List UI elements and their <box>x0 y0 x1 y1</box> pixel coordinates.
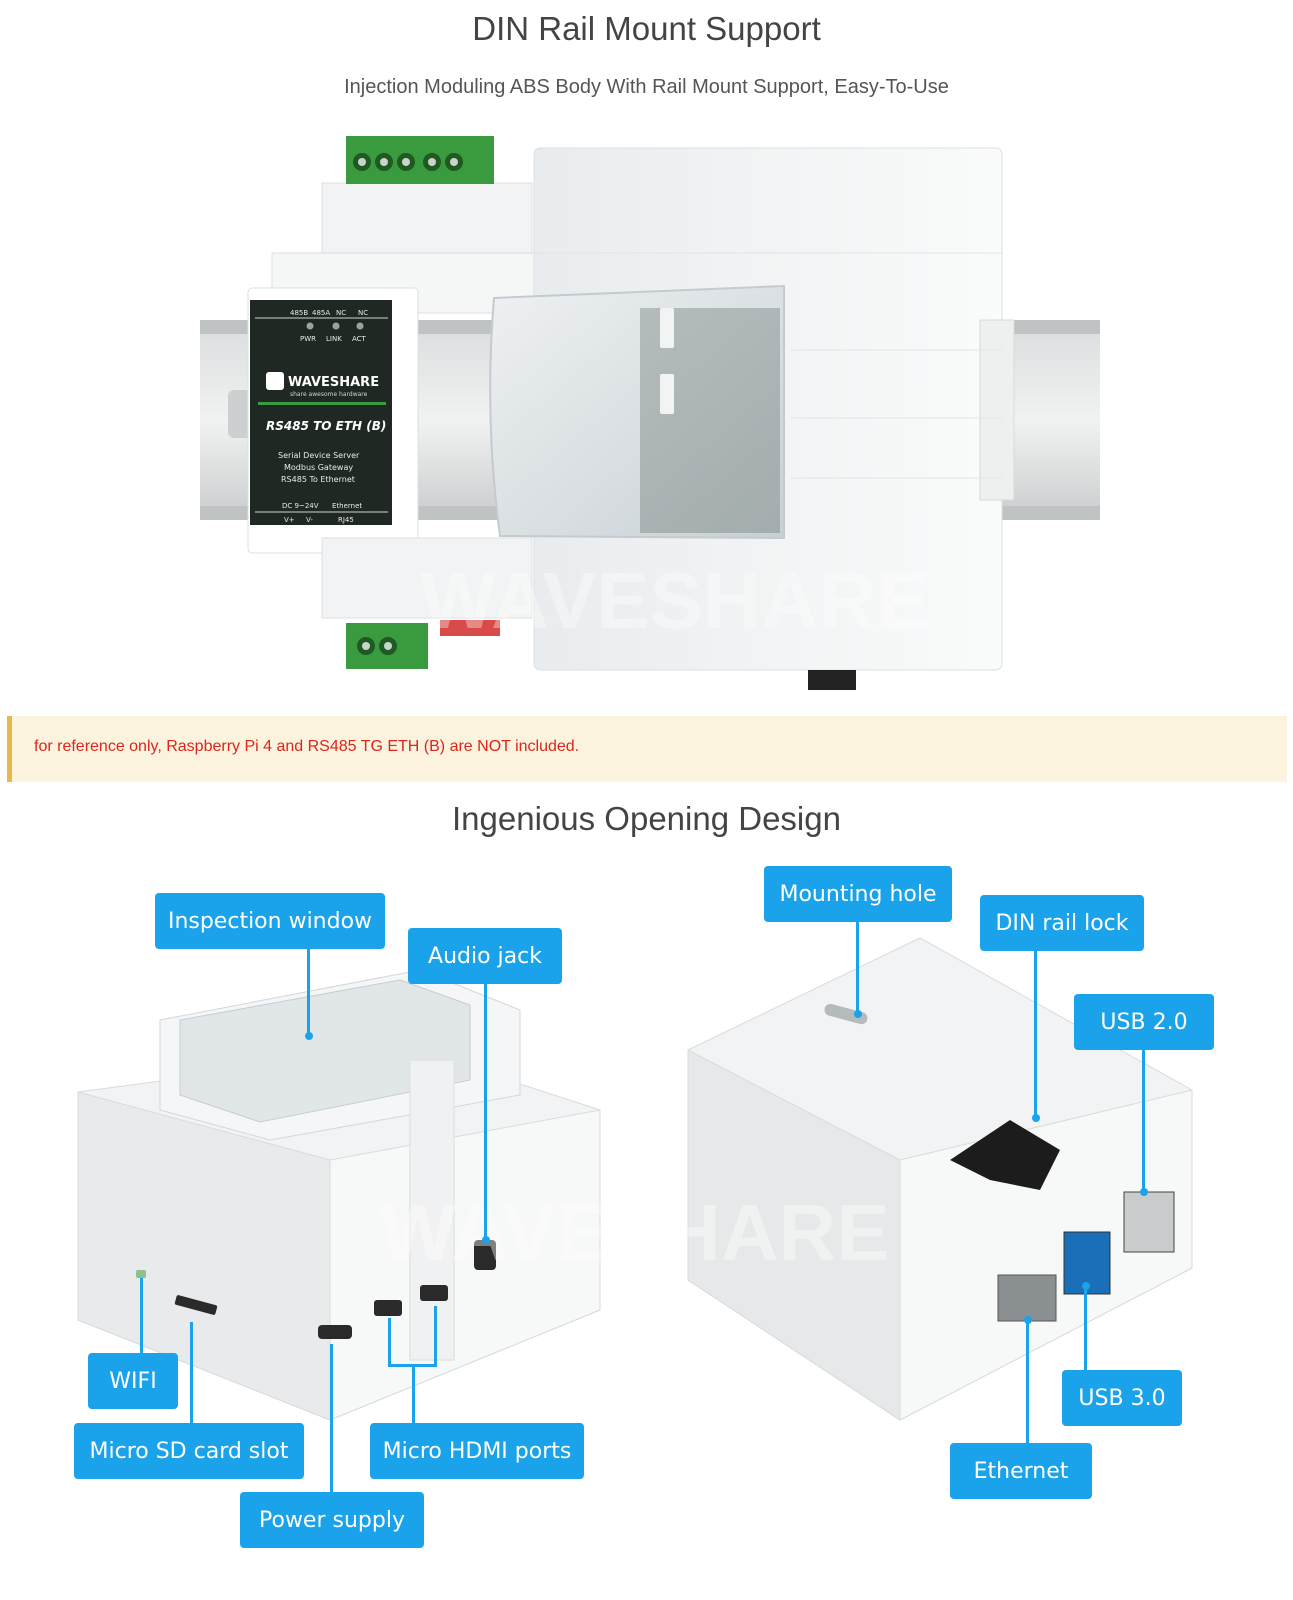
leader-inspection-window <box>307 948 310 1036</box>
micro-sd-slot <box>174 1295 218 1315</box>
leader-din-rail-lock <box>1034 950 1037 1118</box>
led-label-act: ACT <box>352 335 367 343</box>
leader-hdmi-left <box>388 1318 391 1366</box>
callout-ethernet: Ethernet <box>950 1443 1092 1499</box>
micro-hdmi-port-1 <box>420 1285 448 1301</box>
callout-micro-sd: Micro SD card slot <box>74 1423 304 1479</box>
mounting-hole-slot <box>824 1003 868 1025</box>
leader-micro-sd <box>190 1322 193 1424</box>
terminal-label-nc2: NC <box>358 309 368 317</box>
terminal-block-bottom <box>346 620 500 669</box>
leader-dot-usb3 <box>1082 1282 1090 1290</box>
opening-design-product-photo: WAVESHARE <box>0 860 1293 1600</box>
leader-ethernet <box>1026 1318 1029 1444</box>
leader-dot-usb2 <box>1140 1188 1148 1196</box>
terminal-label-485b: 485B <box>290 309 308 317</box>
leader-dot-ethernet <box>1024 1316 1032 1324</box>
leader-wifi <box>140 1278 143 1354</box>
label-power: DC 9~24V <box>282 502 319 510</box>
micro-hdmi-port-0 <box>374 1300 402 1316</box>
callout-mounting-hole: Mounting hole <box>764 866 952 922</box>
reference-notice-text: for reference only, Raspberry Pi 4 and R… <box>34 738 580 755</box>
terminal-label-485a: 485A <box>312 309 330 317</box>
case-views-illustration: WAVESHARE <box>77 937 1193 1421</box>
rs485-label-panel: 485B 485A NC NC PWR LINK ACT WAVESHARE s… <box>250 300 392 525</box>
din-rail-product-photo: 485B 485A NC NC PWR LINK ACT WAVESHARE s… <box>0 128 1293 708</box>
audio-jack-port <box>474 1240 496 1270</box>
terminal-block-top <box>346 136 494 184</box>
label-brand: WAVESHARE <box>288 375 379 390</box>
led-label-link: LINK <box>326 335 342 343</box>
din-rail-illustration: 485B 485A NC NC PWR LINK ACT WAVESHARE s… <box>200 136 1100 690</box>
terminal-label-nc1: NC <box>336 309 346 317</box>
label-tagline: share awesome hardware <box>290 391 368 398</box>
callout-inspection-window: Inspection window <box>155 893 385 949</box>
callout-micro-hdmi: Micro HDMI ports <box>370 1423 584 1479</box>
din-rail-lock-clip <box>950 1120 1060 1190</box>
label-vplus: V+ <box>284 516 295 524</box>
callout-audio-jack: Audio jack <box>408 928 562 984</box>
label-ethernet: Ethernet <box>332 502 362 510</box>
label-vminus: V- <box>306 516 313 524</box>
leader-usb3 <box>1084 1284 1087 1372</box>
watermark-2: WAVESHARE <box>380 1188 890 1277</box>
label-desc-1: Serial Device Server <box>278 451 360 460</box>
section-title-din-rail: DIN Rail Mount Support <box>472 10 821 47</box>
callout-usb2: USB 2.0 <box>1074 994 1214 1050</box>
usb2-ports <box>1123 1191 1175 1253</box>
leader-dot-inspection-window <box>305 1032 313 1040</box>
leader-hdmi-stem <box>412 1364 415 1424</box>
label-desc-3: RS485 To Ethernet <box>281 475 355 484</box>
callout-wifi: WIFI <box>88 1353 178 1409</box>
leader-dot-audio-jack <box>482 1236 490 1244</box>
callout-usb3: USB 3.0 <box>1062 1370 1182 1426</box>
case-back-view <box>687 937 1193 1421</box>
label-desc-2: Modbus Gateway <box>284 463 353 472</box>
led-label-pwr: PWR <box>300 335 316 343</box>
label-rj45: RJ45 <box>338 516 354 524</box>
callout-power-supply: Power supply <box>240 1492 424 1548</box>
leader-hdmi-right <box>434 1306 437 1366</box>
ethernet-port <box>997 1274 1057 1322</box>
section-subtitle-din-rail: Injection Moduling ABS Body With Rail Mo… <box>344 76 949 98</box>
inspection-window-2 <box>179 979 471 1123</box>
reference-notice: for reference only, Raspberry Pi 4 and R… <box>7 716 1287 782</box>
leader-audio-jack <box>484 983 487 1240</box>
leader-usb2 <box>1142 1050 1145 1192</box>
label-model: RS485 TO ETH (B) <box>266 419 386 433</box>
leader-power-supply <box>330 1344 333 1492</box>
callout-din-rail-lock: DIN rail lock <box>980 895 1144 951</box>
leader-dot-mounting-hole <box>854 1010 862 1018</box>
rs485-module-top <box>321 182 533 262</box>
leader-mounting-hole <box>856 922 859 1014</box>
watermark-1: WAVESHARE <box>420 556 930 645</box>
leader-dot-din-rail-lock <box>1032 1114 1040 1122</box>
raspberry-pi-case <box>489 147 1015 690</box>
usb-c-port <box>318 1325 352 1339</box>
section-title-opening-design: Ingenious Opening Design <box>452 800 841 837</box>
wifi-led <box>136 1270 146 1278</box>
inspection-window-1 <box>489 284 785 540</box>
waveshare-logo-icon <box>266 372 284 390</box>
